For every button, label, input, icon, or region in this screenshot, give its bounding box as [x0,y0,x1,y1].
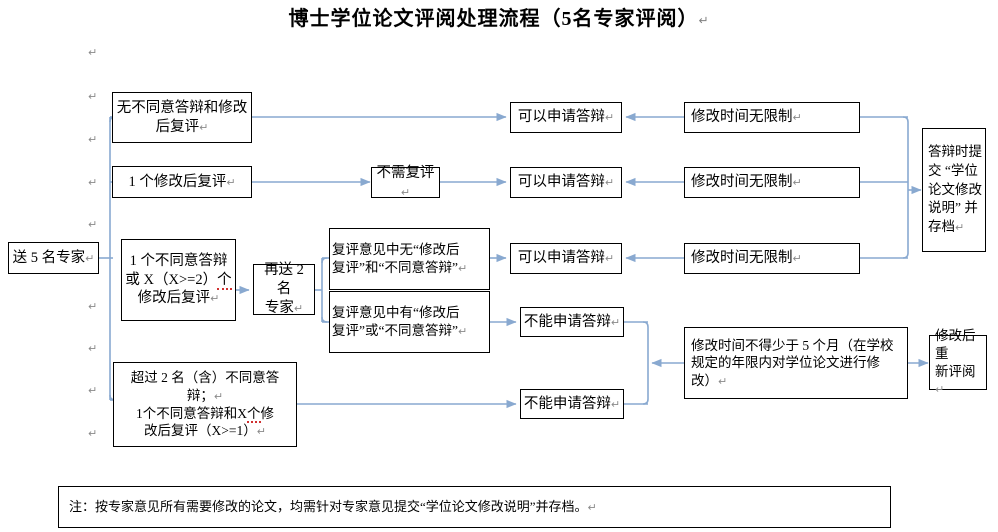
node-resend-two-experts-line2: 专家 [264,299,294,316]
note-box: 注：按专家意见所有需要修改的论文，均需针对专家意见提交“学位论文修改说明”并存档… [58,486,891,528]
node-case-one-revise-line1: 1 个修改后复评 [128,173,227,190]
node-case-one-disagree-line2a: 或 X（X>=2） [125,271,218,288]
node-case-one-disagree[interactable]: 1 个不同意答辩 或 X（X>=2）个 修改后复评↵ [121,239,236,321]
node-re-review-after-revision[interactable]: 修改后重 新评阅 ↵ [929,328,987,396]
node-cannot-apply-defense-1[interactable]: 不能申请答辩↵ [520,307,624,337]
node-case-two-or-more-disagree-line3a: 1个不同意答辩和X [136,405,247,421]
node-can-apply-defense-1-line1: 可以申请答辩 [517,109,605,126]
node-unlimited-revision-time-3[interactable]: 修改时间无限制↵ [684,243,860,274]
node-submit-revision-statement[interactable]: 答辩时提 交 “学位 论文修改 说明” 并 存档↵ [922,128,986,252]
node-no-re-review-needed[interactable]: 不需复评 ↵ [371,164,440,199]
pilcrow-mark: ↵ [792,112,802,125]
node-submit-revision-statement-line3: 论文修改 [928,181,982,197]
node-cannot-apply-defense-2-line1: 不能申请答辩 [523,395,611,412]
node-send-five-experts[interactable]: 送 5 名专家↵ [8,242,99,274]
node-cannot-apply-defense-2[interactable]: 不能申请答辩↵ [520,389,624,419]
paragraph-mark: ↵ [88,47,98,59]
node-can-apply-defense-1[interactable]: 可以申请答辩↵ [510,102,622,133]
pilcrow-mark: ↵ [792,177,802,190]
pilcrow-mark: ↵ [935,384,945,397]
paragraph-mark: ↵ [88,385,98,397]
node-can-apply-defense-3[interactable]: 可以申请答辩↵ [510,243,622,274]
node-case-no-objection-line2: 后复评 [155,118,200,135]
pilcrow-mark: ↵ [226,176,236,189]
node-unlimited-revision-time-2-line1: 修改时间无限制 [691,174,793,191]
pilcrow-mark: ↵ [955,221,965,234]
node-submit-revision-statement-line1: 答辩时提 [928,144,982,160]
node-case-one-disagree-line2b: 个 [217,271,232,290]
node-can-apply-defense-2[interactable]: 可以申请答辩↵ [510,167,622,198]
node-resend-two-experts[interactable]: 再送 2 名 专家↵ [253,262,315,316]
paragraph-mark: ↵ [88,219,98,231]
node-case-no-objection-line1: 无不同意答辩和修改 [116,99,248,116]
pilcrow-mark: ↵ [457,326,468,338]
pilcrow-mark: ↵ [610,398,621,411]
node-review-opinion-problem-line1: 复评意见中有“修改后 [332,305,460,321]
node-unlimited-revision-time-2[interactable]: 修改时间无限制↵ [684,167,860,198]
paragraph-mark: ↵ [88,428,98,440]
node-review-opinion-clean[interactable]: 复评意见中无“修改后 复评”和“不同意答辩”↵ [329,228,490,290]
node-case-one-disagree-line3: 修改后复评 [137,290,211,307]
pilcrow-mark: ↵ [457,263,468,275]
pilcrow-mark: ↵ [610,316,621,329]
node-send-five-experts-line1: 送 5 名专家 [12,249,86,266]
pilcrow-mark: ↵ [213,390,224,403]
pilcrow-mark: ↵ [293,302,304,315]
node-unlimited-revision-time-1-line1: 修改时间无限制 [691,109,793,126]
paragraph-mark: ↵ [88,301,98,313]
pilcrow-mark: ↵ [604,112,615,125]
node-can-apply-defense-2-line1: 可以申请答辩 [517,174,605,191]
node-case-two-or-more-disagree[interactable]: 超过 2 名（含）不同意答 辩；↵ 1个不同意答辩和X个修 改后复评（X>=1）… [113,362,297,447]
node-case-two-or-more-disagree-line3b: 个 [247,405,261,423]
node-submit-revision-statement-line5: 存档 [928,218,955,234]
pilcrow-mark: ↵ [199,121,209,134]
node-submit-revision-statement-line2: 交 “学位 [928,163,978,179]
pilcrow-mark: ↵ [604,253,615,266]
node-minimum-five-months-line1: 修改时间不得少于 5 个月（在学校 [691,337,894,353]
paragraph-mark: ↵ [88,91,98,103]
connector-lines [99,112,929,409]
node-case-one-disagree-line1: 1 个不同意答辩 [129,252,228,269]
node-case-two-or-more-disagree-line3c: 修 [260,405,275,421]
pilcrow-mark: ↵ [718,375,728,388]
node-case-no-objection[interactable]: 无不同意答辩和修改 后复评↵ [112,92,252,143]
pilcrow-mark: ↵ [85,252,95,265]
node-review-opinion-clean-line2: 复评”和“不同意答辩” [332,260,458,275]
node-unlimited-revision-time-1[interactable]: 修改时间无限制↵ [684,102,860,133]
node-re-review-after-revision-line1: 修改后重 [935,328,976,361]
node-review-opinion-problem-line2: 复评”或“不同意答辩” [332,323,458,338]
node-submit-revision-statement-line4: 说明” 并 [928,200,978,216]
node-minimum-five-months-line3: 改） [691,372,718,388]
paragraph-mark: ↵ [88,134,98,146]
node-no-re-review-needed-line1: 不需复评 [376,164,435,181]
pilcrow-mark: ↵ [587,501,597,514]
node-can-apply-defense-3-line1: 可以申请答辩 [517,250,605,267]
node-review-opinion-problem[interactable]: 复评意见中有“修改后 复评”或“不同意答辩”↵ [329,291,490,353]
note-text: 注：按专家意见所有需要修改的论文，均需针对专家意见提交“学位论文修改说明”并存档… [69,498,588,514]
node-case-two-or-more-disagree-line2: 辩； [186,387,214,403]
node-minimum-five-months-line2: 规定的年限内对学位论文进行修 [691,355,880,371]
pilcrow-mark: ↵ [792,253,802,266]
node-case-two-or-more-disagree-line4: 改后复评（X>=1） [144,423,257,439]
page-title-text: 博士学位论文评阅处理流程（5名专家评阅） [288,8,699,30]
node-review-opinion-clean-line1: 复评意见中无“修改后 [332,242,460,258]
node-cannot-apply-defense-1-line1: 不能申请答辩 [523,313,611,330]
node-case-two-or-more-disagree-line1: 超过 2 名（含）不同意答 [130,370,280,386]
pilcrow-mark: ↵ [604,177,615,190]
page-title: 博士学位论文评阅处理流程（5名专家评阅）↵ [0,2,998,31]
paragraph-mark: ↵ [88,343,98,355]
title-pilcrow-mark: ↵ [698,13,710,28]
paragraph-mark: ↵ [88,177,98,189]
pilcrow-mark: ↵ [256,426,266,439]
pilcrow-mark: ↵ [210,293,220,306]
node-resend-two-experts-line1: 再送 2 名 [264,262,304,298]
node-unlimited-revision-time-3-line1: 修改时间无限制 [691,250,793,267]
node-re-review-after-revision-line2: 新评阅 [935,363,976,379]
node-minimum-five-months[interactable]: 修改时间不得少于 5 个月（在学校 规定的年限内对学位论文进行修 改）↵ [684,327,908,399]
pilcrow-mark: ↵ [400,186,411,199]
node-case-one-revise[interactable]: 1 个修改后复评↵ [112,166,252,198]
